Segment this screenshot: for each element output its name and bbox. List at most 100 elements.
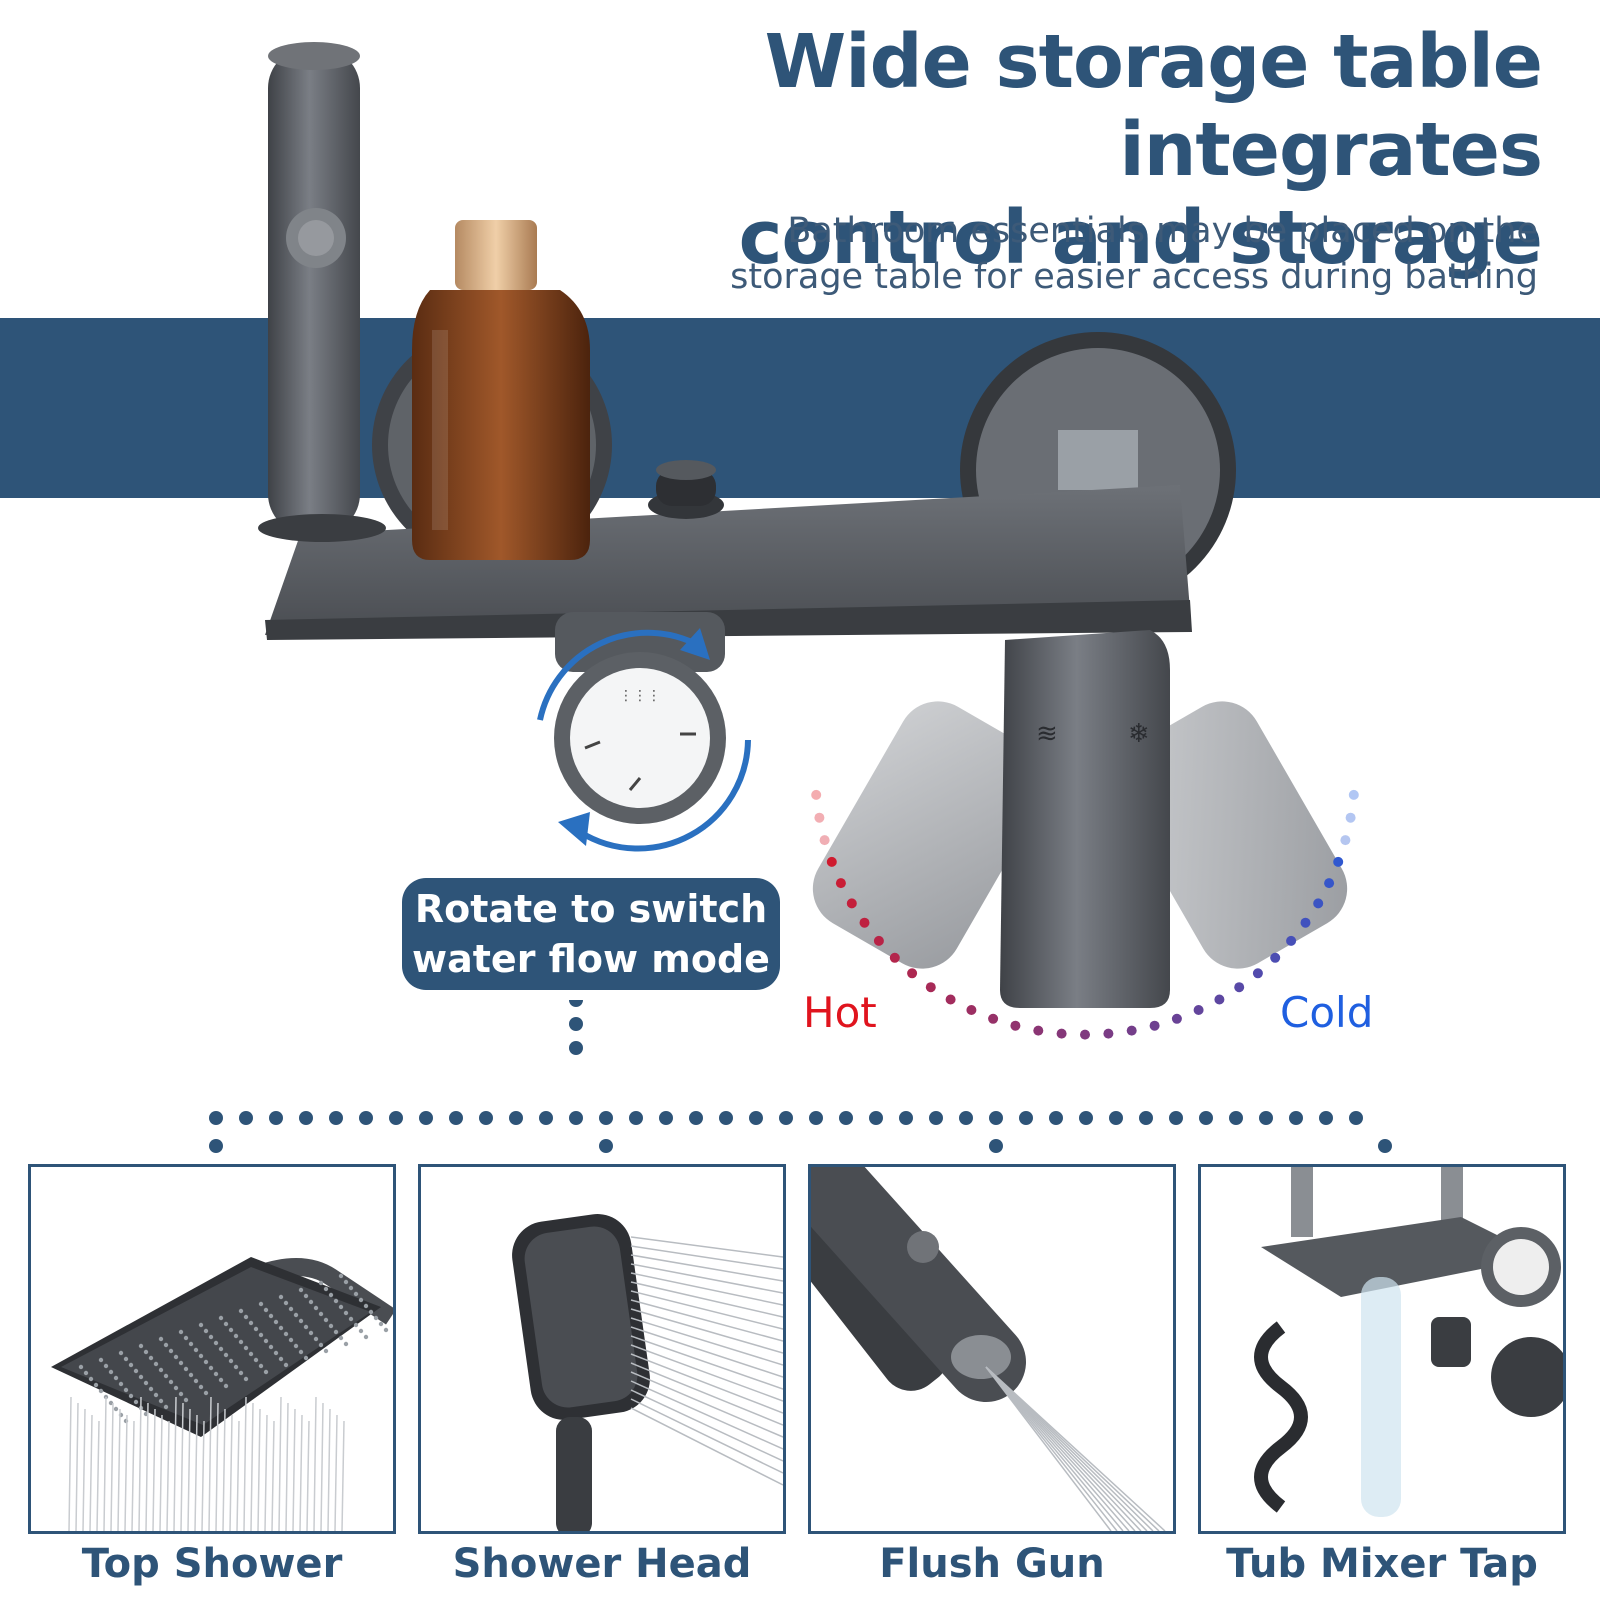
svg-text:≋: ≋: [1036, 719, 1058, 749]
connector-dot: [239, 1111, 253, 1125]
subtitle-line-2: storage table for easier access during b…: [730, 257, 1538, 297]
temperature-dot: [1300, 917, 1311, 928]
title-line-1: Wide storage table integrates: [764, 19, 1543, 193]
lever-ghost-left: [812, 701, 1048, 969]
connector-dot: [989, 1139, 1003, 1153]
connector-dot: [1109, 1111, 1123, 1125]
callout-line-1: Rotate to switch: [414, 887, 768, 931]
temperature-dot: [846, 898, 857, 909]
temperature-dot: [873, 935, 884, 946]
connector-dot: [359, 1111, 373, 1125]
diverter-button: [648, 460, 724, 519]
temperature-dot: [1348, 789, 1359, 800]
temperature-dot: [1171, 1013, 1182, 1024]
connector-dot: [479, 1111, 493, 1125]
connector-dot: [389, 1111, 403, 1125]
temperature-dot: [1286, 935, 1297, 946]
temperature-dot: [1080, 1029, 1090, 1040]
temperature-dot: [945, 994, 956, 1005]
rotate-arrow-bottom: [578, 739, 751, 852]
lever-handle: ≋ ❄: [1000, 630, 1170, 1008]
connector-dot: [209, 1139, 223, 1153]
connector-dot: [569, 1017, 583, 1031]
connector-dot: [299, 1111, 313, 1125]
temperature-dot: [835, 878, 846, 889]
connector-dot: [329, 1111, 343, 1125]
connector-dot: [419, 1111, 433, 1125]
connector-dot: [539, 1111, 553, 1125]
title-line-2: control and storage: [738, 195, 1543, 281]
connector-dot: [1139, 1111, 1153, 1125]
cold-label: Cold: [1280, 988, 1374, 1037]
connector-dot: [1378, 1139, 1392, 1153]
connector-dot: [1079, 1111, 1093, 1125]
connector-dot: [1169, 1111, 1183, 1125]
temperature-dot: [1126, 1025, 1137, 1036]
connector-dot: [1259, 1111, 1273, 1125]
page-title: Wide storage table integrates control an…: [342, 18, 1543, 282]
lever-ghost-right: [1112, 701, 1348, 969]
rain-shower-head-icon: [51, 1257, 393, 1531]
connector-dot: [809, 1111, 823, 1125]
page-subtitle: Bathroom essentials may be placed on the…: [638, 208, 1538, 300]
connector-dot: [629, 1111, 643, 1125]
connector-dot: [569, 1000, 583, 1007]
temperature-dot: [1214, 994, 1225, 1005]
temperature-dot: [966, 1005, 977, 1015]
temperature-dot: [1340, 835, 1351, 846]
label-flush-gun: Flush Gun: [879, 1541, 1105, 1587]
handheld-shower-icon: [512, 1214, 783, 1531]
temperature-dot: [859, 917, 870, 928]
bottle: [412, 220, 590, 560]
connector-dot: [959, 1111, 973, 1125]
svg-text:❄: ❄: [1128, 719, 1150, 749]
connector-dot: [569, 1111, 583, 1125]
connector-dot: [269, 1111, 283, 1125]
storage-table: [265, 485, 1190, 635]
connector-dot: [569, 1041, 583, 1055]
panel-flush-gun: [808, 1164, 1176, 1534]
connector-dot: [659, 1111, 673, 1125]
connector-dot: [719, 1111, 733, 1125]
connector-dot: [929, 1111, 943, 1125]
faucet-illustration: ⋮⋮⋮ ≋ ❄: [258, 42, 1359, 1040]
connector-dot: [839, 1111, 853, 1125]
connector-dot: [869, 1111, 883, 1125]
temperature-dot: [1345, 812, 1356, 823]
temperature-dot: [811, 789, 822, 800]
connector-dot: [1289, 1111, 1303, 1125]
connector-dot: [449, 1111, 463, 1125]
connector-dot: [749, 1111, 763, 1125]
temperature-dot: [1234, 982, 1245, 993]
mode-knob: ⋮⋮⋮: [554, 612, 726, 824]
tub-spout-icon: [1254, 1167, 1563, 1517]
temperature-dot: [1313, 898, 1324, 909]
temperature-dot: [814, 812, 825, 823]
rotate-arrow-top: [537, 629, 700, 721]
temperature-dot: [1193, 1005, 1204, 1015]
callout-line-2: water flow mode: [412, 937, 770, 981]
label-shower-head: Shower Head: [452, 1541, 752, 1587]
connector-dot: [509, 1111, 523, 1125]
connector-dot: [209, 1111, 223, 1125]
temperature-arc: [811, 789, 1359, 1040]
flush-gun-icon: [811, 1167, 1166, 1531]
temperature-dot: [1252, 968, 1263, 979]
svg-text:⋮⋮⋮: ⋮⋮⋮: [619, 688, 661, 704]
temperature-dot: [907, 968, 918, 979]
connector-dot: [1019, 1111, 1033, 1125]
connector-dot: [689, 1111, 703, 1125]
panel-tub-mixer-tap: [1198, 1164, 1566, 1534]
connector-dot: [1319, 1111, 1333, 1125]
subtitle-line-1: Bathroom essentials may be placed on the: [787, 211, 1538, 251]
temperature-dot: [1056, 1028, 1067, 1039]
temperature-dot: [988, 1013, 999, 1024]
temperature-dot: [1033, 1025, 1044, 1036]
connector-dot: [1349, 1111, 1363, 1125]
temperature-dot: [1149, 1020, 1160, 1031]
temperature-dot: [925, 982, 936, 993]
mode-callout: Rotate to switch water flow mode: [402, 878, 780, 990]
handheld-wand: [258, 42, 386, 542]
connector-dot: [599, 1111, 613, 1125]
connector-dot: [989, 1111, 1003, 1125]
